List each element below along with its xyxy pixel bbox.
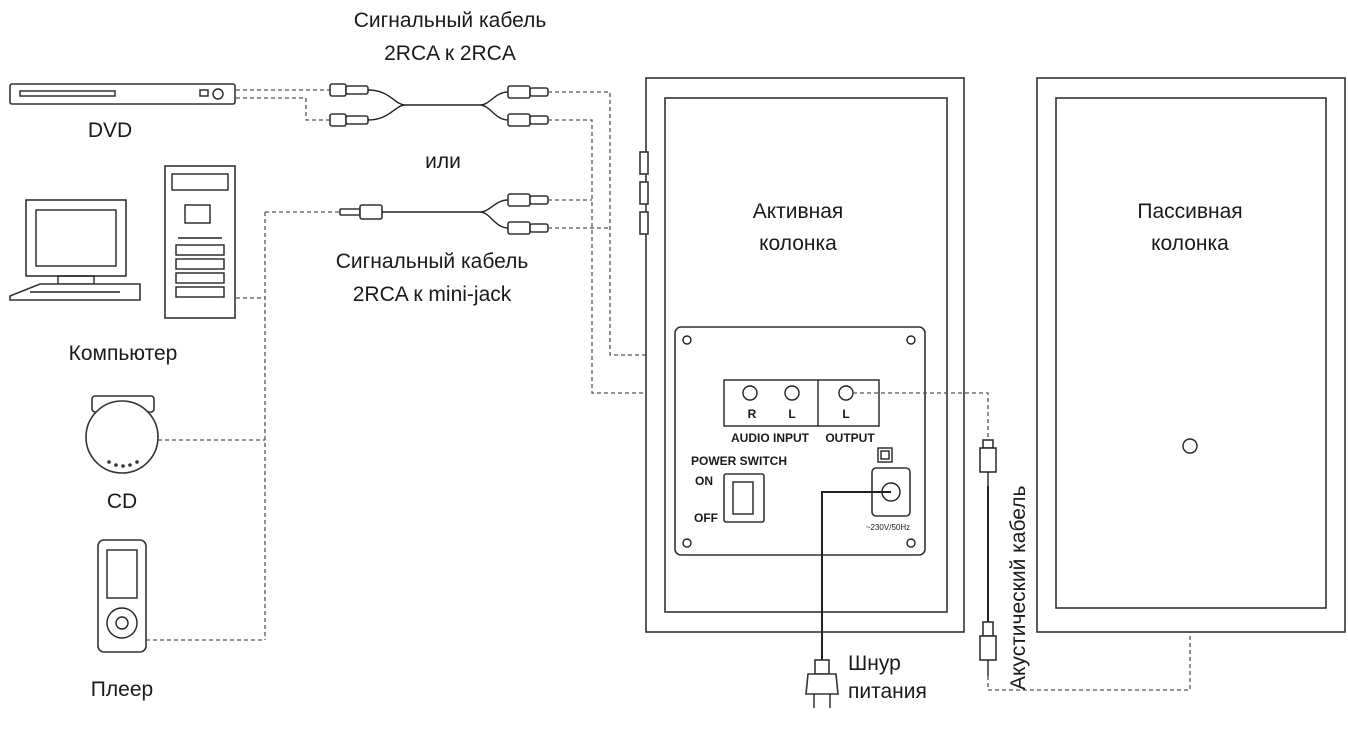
power-cord-icon: [805, 491, 891, 708]
cable-rca-title-line1: Сигнальный кабель: [354, 9, 547, 32]
power-cord-label-line2: питания: [848, 680, 927, 703]
on-label: ON: [695, 474, 713, 488]
computer-label: Компьютер: [69, 342, 178, 365]
audio-input-jack-l: [784, 385, 800, 401]
dvd-player-icon: [9, 83, 236, 105]
passive-speaker-terminal: [1182, 438, 1198, 454]
passive-speaker-label-line1: Пассивная: [1137, 200, 1242, 223]
passive-speaker: [1036, 77, 1346, 633]
power-switch-label: POWER SWITCH: [691, 454, 787, 468]
cable-minijack-title-line2: 2RCA к mini-jack: [353, 283, 512, 306]
audio-input-label: AUDIO INPUT: [731, 431, 810, 445]
cd-player-icon: [85, 395, 159, 474]
power-cord-label-line1: Шнур: [848, 652, 901, 675]
output-label: OUTPUT: [825, 431, 875, 445]
active-speaker-label-line1: Активная: [753, 200, 844, 223]
voltage-label: ~230V/50Hz: [866, 523, 910, 532]
player-label: Плеер: [91, 678, 153, 701]
source-connections: [146, 89, 340, 641]
or-label: или: [425, 150, 461, 173]
jack-r-label: R: [748, 407, 757, 421]
audio-input-jack-r: [742, 385, 758, 401]
active-speaker-label-line2: колонка: [759, 232, 837, 255]
passive-speaker-label-line2: колонка: [1151, 232, 1229, 255]
jack-l-input-label: L: [788, 407, 795, 421]
cable-minijack-title-line1: Сигнальный кабель: [336, 250, 529, 273]
off-label: OFF: [694, 511, 718, 525]
power-switch: [723, 473, 765, 523]
dvd-label: DVD: [88, 119, 132, 142]
jack-l-output-label: L: [842, 407, 849, 421]
rca-to-minijack-cable-icon: [339, 193, 549, 235]
mp3-player-icon: [97, 539, 147, 653]
cd-label: CD: [107, 490, 137, 513]
cable-rca-title-line2: 2RCA к 2RCA: [384, 42, 516, 65]
rca-to-rca-cable-icon: [329, 83, 549, 127]
computer-icon: [9, 165, 236, 319]
speaker-cable-label: Акустический кабель: [1007, 485, 1030, 690]
